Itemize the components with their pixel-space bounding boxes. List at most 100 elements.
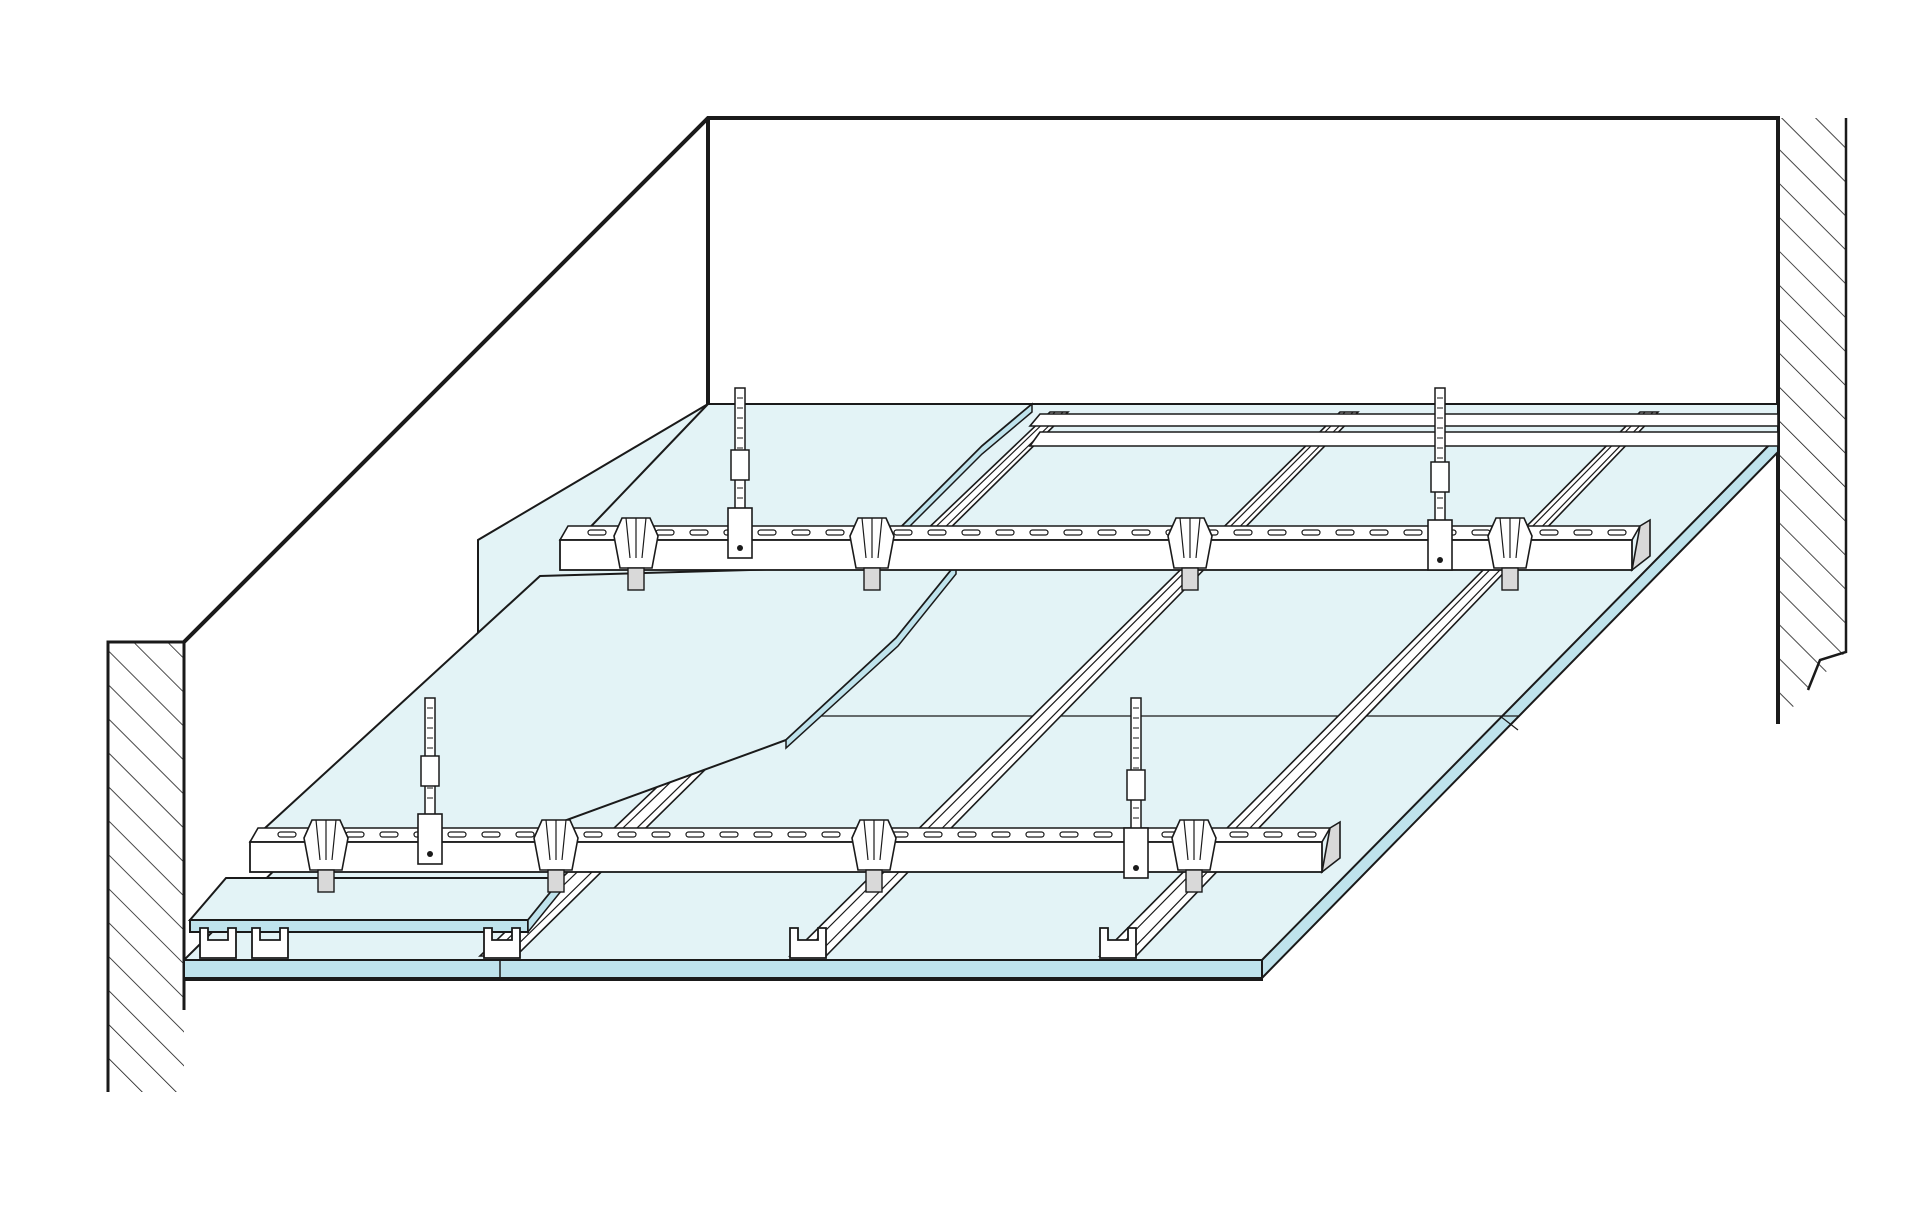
clip-ribs [1183,819,1205,861]
carrier-slot [1471,529,1491,536]
channel-end-profile [483,927,521,959]
carrier-slot [1539,529,1559,536]
carrier-slot [1131,529,1151,536]
hanger-spring [1126,769,1146,801]
hanger-rod [734,387,746,511]
carrier-slot [1263,831,1283,838]
clip-tab [865,869,883,893]
clip-tab [317,869,335,893]
carrier-slot [655,529,675,536]
carrier-slot [1335,529,1355,536]
channel-end-shape [251,927,289,959]
cross-connector-clips [303,517,1533,893]
clip-tab [1181,567,1199,591]
carrier-slot [927,529,947,536]
carrier-slot [1093,831,1113,838]
cross-connector-clip [851,819,897,893]
hanger-bolt [427,851,433,857]
carrier-slot [957,831,977,838]
carrier-slot [1063,529,1083,536]
carrier-end-cap [1320,820,1341,874]
channel-end-profile [789,927,827,959]
carrier-slot [1025,831,1045,838]
carrier-front-face [249,841,1323,873]
carrier-slot [379,831,399,838]
carrier-slot [1097,529,1117,536]
cross-connector-clip [1487,517,1533,591]
channel-end-profile [1099,927,1137,959]
suspension-hanger [417,697,443,865]
hanger-bolt [1133,865,1139,871]
carrier-slot [821,831,841,838]
carrier-slot [991,831,1011,838]
channel-end-shape [199,927,237,959]
carrier-slot [1403,529,1423,536]
hanger-spring [420,755,440,787]
carrier-slot [787,831,807,838]
hanger-spring [730,449,750,481]
cross-connector-clip [613,517,659,591]
wall-left [106,640,186,1092]
carrier-slot [893,529,913,536]
carrier-slot [1573,529,1593,536]
channel-end-profiles [199,927,1137,959]
rear-rail [1028,413,1779,447]
main-carrier-channel [558,518,1651,572]
cross-connector-clip [849,517,895,591]
channel-end-shape [483,927,521,959]
carrier-slot [1233,529,1253,536]
carrier-slot [923,831,943,838]
clip-tab [627,567,645,591]
suspension-hanger [727,387,753,559]
clip-ribs [863,819,885,861]
carrier-slot [1229,831,1249,838]
clip-ribs [625,517,647,559]
hanger-bolt [737,545,743,551]
channel-end-shape [789,927,827,959]
suspension-hanger [1427,387,1453,571]
carrier-slot [447,831,467,838]
carrier-slot [1297,831,1317,838]
clip-tab [547,869,565,893]
carrier-slot [685,831,705,838]
hanger-bracket [417,813,443,865]
carrier-slot [1029,529,1049,536]
clip-ribs [1179,517,1201,559]
suspension-hangers [417,387,1453,879]
suspension-hanger [1123,697,1149,879]
carrier-slot [995,529,1015,536]
carrier-end-cap [1630,518,1651,572]
carrier-slot [481,831,501,838]
carrier-slot [753,831,773,838]
carrier-slot [791,529,811,536]
carrier-slot [587,529,607,536]
gypsum-board-front-loose [187,875,565,935]
clip-ribs [1499,517,1521,559]
carrier-slot [277,831,297,838]
hanger-bolt [1437,557,1443,563]
carrier-slot [617,831,637,838]
wall-right [1776,118,1848,724]
carrier-slot [719,831,739,838]
carrier-slot [825,529,845,536]
carrier-slot [1369,529,1389,536]
clip-tab [863,567,881,591]
carrier-slot [583,831,603,838]
clip-ribs [315,819,337,861]
channel-end-profile [251,927,289,959]
carrier-slot [757,529,777,536]
carrier-slot [1301,529,1321,536]
carrier-slot [515,831,535,838]
carrier-slot [1059,831,1079,838]
clip-ribs [861,517,883,559]
channel-end-profile [199,927,237,959]
hanger-spring [1430,461,1450,493]
cross-connector-clip [1171,819,1217,893]
board-right-edge [1261,433,1779,981]
carrier-slot [651,831,671,838]
carrier-slot [345,831,365,838]
carrier-slot [1267,529,1287,536]
clip-tab [1501,567,1519,591]
